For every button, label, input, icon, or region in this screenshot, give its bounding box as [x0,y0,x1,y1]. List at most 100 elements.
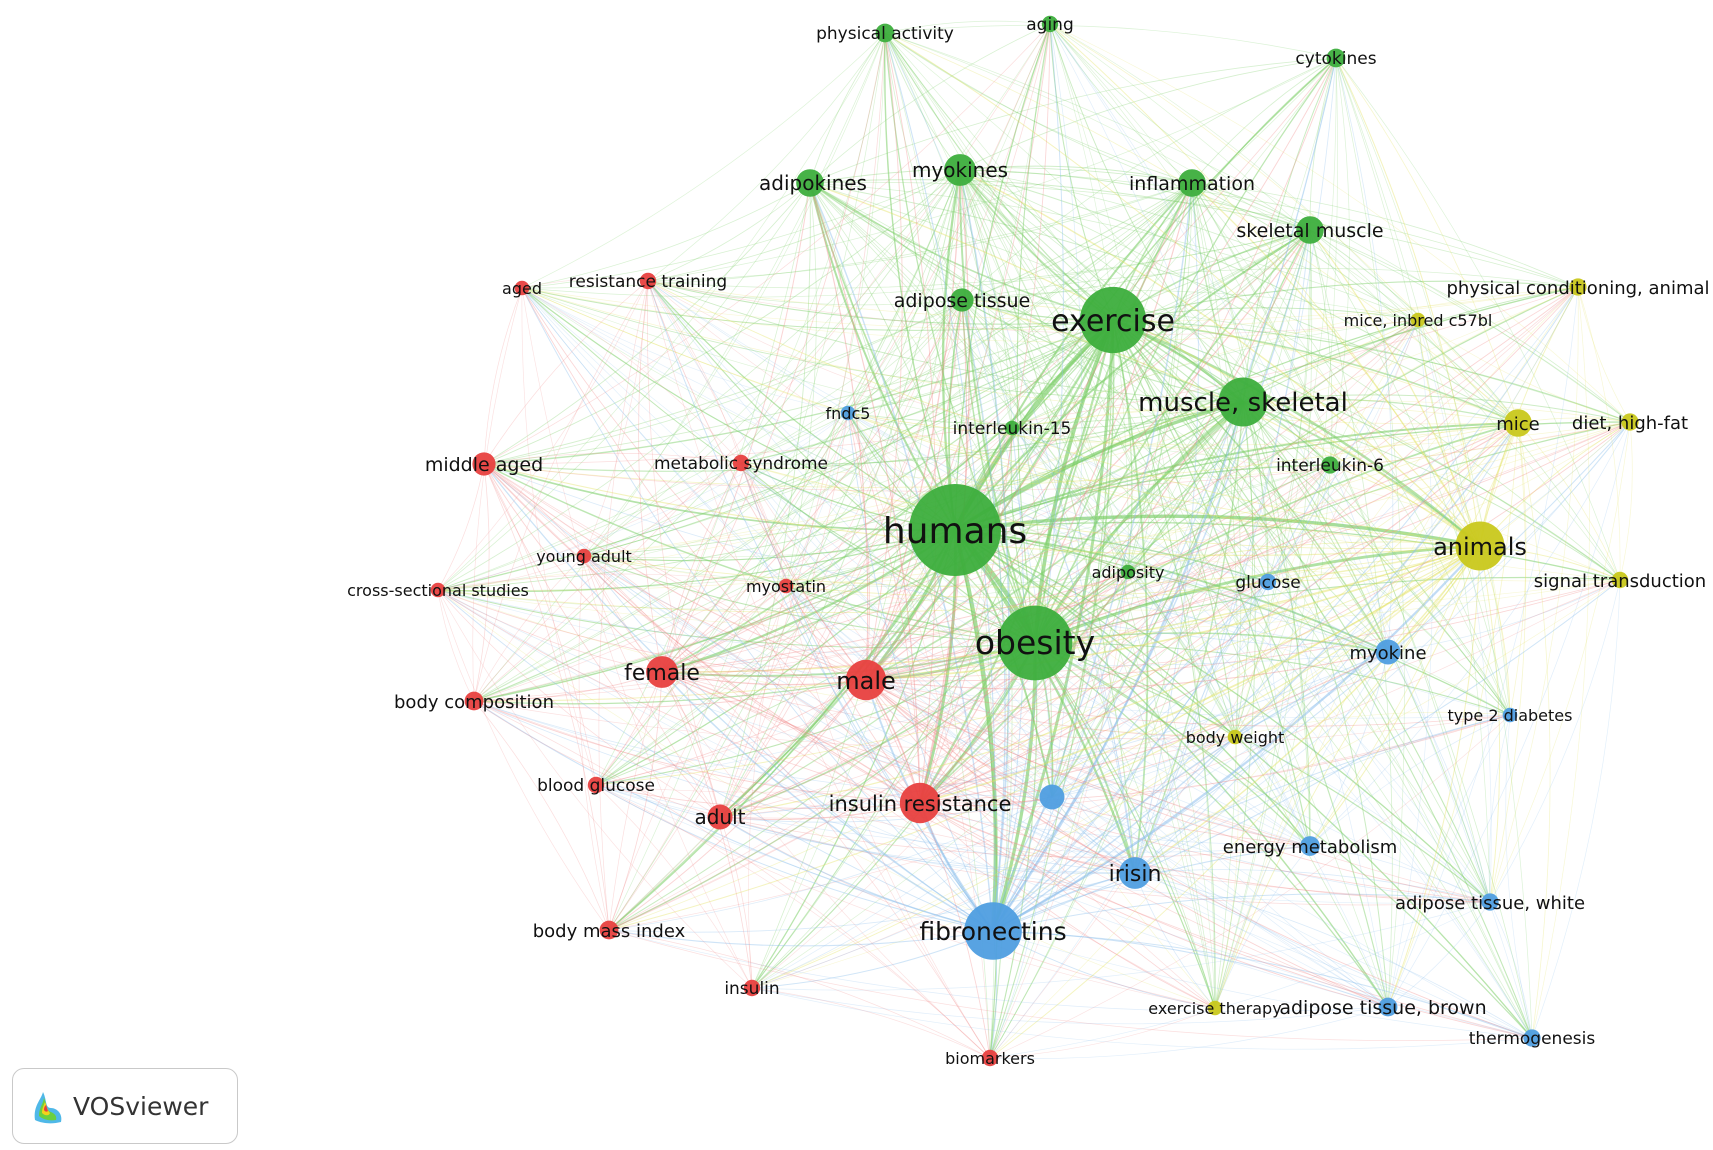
link-blue-unlabeled-resistance-training [647,280,1053,798]
link-adipokines-body-weight [809,182,1236,738]
link-adipokines-adipose-tissue [809,182,963,301]
link-exercise-signal-transduction [1112,319,1621,581]
node-exercise[interactable] [1079,286,1147,354]
link-animals-body-composition [473,545,1481,702]
node-interleukin-15[interactable] [1004,420,1020,436]
node-metabolic-syndrome[interactable] [732,454,750,472]
node-body-weight[interactable] [1227,729,1243,745]
link-adipokines-skeletal-muscle [809,179,1311,231]
node-cross-sectional-studies[interactable] [430,582,446,598]
link-insulin-aged [521,287,753,989]
node-blue-unlabeled[interactable] [1039,784,1065,810]
link-adipose-tissue-blue-unlabeled [961,299,1053,798]
link-signal-transduction-adult [719,579,1621,818]
link-body-weight-physical-conditioning-animal [1234,286,1579,738]
link-interleukin-6-insulin [751,464,1331,989]
node-male[interactable] [845,659,887,701]
link-physical-activity-mice [884,32,1519,424]
node-adipose-tissue-white[interactable] [1481,893,1499,911]
node-cytokines[interactable] [1326,48,1346,68]
node-young-adult[interactable] [576,548,592,564]
node-myostatin[interactable] [778,578,794,594]
node-mice[interactable] [1504,409,1532,437]
node-humans[interactable] [909,484,1001,576]
link-body-composition-biomarkers [473,700,991,1059]
node-biomarkers[interactable] [981,1049,999,1067]
node-muscle-skeletal[interactable] [1218,377,1268,427]
link-interleukin-6-fibronectins [992,464,1331,932]
node-irisin[interactable] [1119,857,1151,889]
link-mice-female [661,422,1519,673]
link-adipokines-adiposity [809,182,1129,573]
link-myokines-middle-aged [483,169,961,465]
link-obesity-adult [719,642,1036,818]
node-physical-activity[interactable] [875,23,895,43]
node-adipose-tissue-brown[interactable] [1378,997,1398,1017]
node-adiposity[interactable] [1120,564,1136,580]
link-male-adult [719,679,867,818]
node-middle-aged[interactable] [472,452,496,476]
node-fndc5[interactable] [840,405,856,421]
link-adipokines-myokine [809,182,1389,653]
link-muscle-skeletal-exercise-therapy [1214,401,1256,1009]
link-adipose-tissue-type-2-diabetes [961,299,1511,716]
node-body-mass-index[interactable] [599,920,619,940]
link-adipokines-physical-conditioning-animal [809,181,1579,288]
link-exercise-physical-activity [884,32,1114,321]
link-exercise-adipose-tissue-white [1112,319,1491,903]
node-resistance-training[interactable] [639,272,657,290]
link-inflammation-resistance-training [647,182,1193,282]
link-signal-transduction-insulin [751,579,1621,989]
node-aged[interactable] [514,280,530,296]
link-exercise-cross-sectional-studies [437,319,1114,591]
node-female[interactable] [646,656,678,688]
node-exercise-therapy[interactable] [1207,1000,1223,1016]
node-glucose[interactable] [1259,573,1277,591]
node-myokine[interactable] [1375,639,1401,665]
link-myokines-inflammation [959,165,1193,184]
link-adipose-tissue-white-thermogenesis [1489,901,1533,1039]
node-myokines[interactable] [944,154,976,186]
link-male-middle-aged [483,463,867,681]
node-interleukin-6[interactable] [1321,456,1339,474]
node-blood-glucose[interactable] [587,776,605,794]
link-obesity-physical-activity [884,32,1036,644]
node-diet-high-fat[interactable] [1621,413,1639,431]
link-obesity-signal-transduction [1034,576,1621,644]
label-young-adult: young adult [536,547,632,566]
node-energy-metabolism[interactable] [1300,836,1320,856]
link-fibronectins-cross-sectional-studies [437,589,994,932]
link-exercise-blue-unlabeled [1051,319,1115,798]
link-body-composition-metabolic-syndrome [473,462,742,702]
node-insulin-resistance[interactable] [899,782,941,824]
node-type-2-diabetes[interactable] [1502,707,1518,723]
link-obesity-cross-sectional-studies [437,589,1036,649]
link-fibronectins-aged [521,287,994,932]
node-adipose-tissue[interactable] [950,288,974,312]
node-fibronectins[interactable] [964,902,1022,960]
node-thermogenesis[interactable] [1523,1029,1541,1047]
link-cytokines-fibronectins [992,57,1337,932]
node-body-composition[interactable] [464,691,484,711]
link-interleukin-15-mice-inbred-c57bl [1011,319,1419,429]
link-humans-cytokines [954,57,1337,531]
node-mice-inbred-c57bl[interactable] [1410,312,1426,328]
label-thermogenesis: thermogenesis [1469,1029,1596,1049]
node-aging[interactable] [1041,15,1059,33]
node-adipokines[interactable] [796,169,824,197]
link-body-weight-female [661,671,1236,740]
node-inflammation[interactable] [1178,169,1206,197]
node-animals[interactable] [1455,521,1505,571]
link-myokines-insulin [751,169,961,989]
link-thermogenesis-blood-glucose [595,784,1533,1039]
link-adiposity-insulin-resistance [919,571,1129,804]
node-obesity[interactable] [997,605,1073,681]
link-insulin-resistance-middle-aged [483,463,921,804]
node-insulin[interactable] [743,979,761,997]
node-skeletal-muscle[interactable] [1296,216,1324,244]
node-physical-conditioning-animal[interactable] [1569,278,1587,296]
node-signal-transduction[interactable] [1611,571,1629,589]
node-adult[interactable] [707,804,733,830]
link-irisin-adipose-tissue-brown [1134,872,1389,1008]
link-body-mass-index-young-adult [578,555,610,931]
